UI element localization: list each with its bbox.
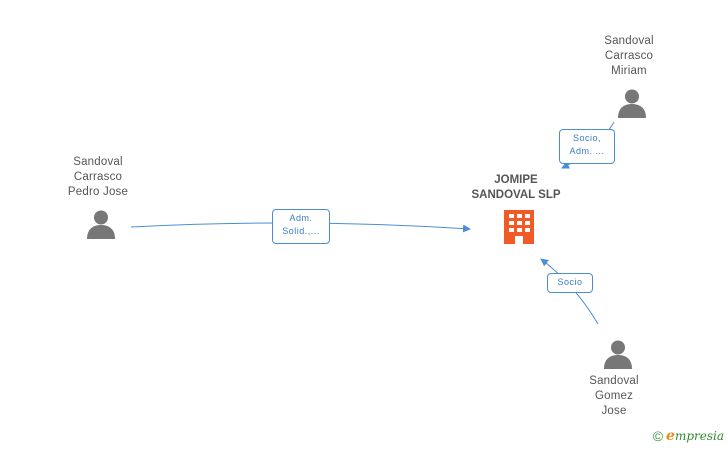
building-icon[interactable] [502,208,536,244]
copyright-icon: © [652,428,664,444]
person-icon[interactable] [85,208,117,240]
person-label-pedro[interactable]: Sandoval Carrasco Pedro Jose [67,156,129,198]
footer-brand: © empresia [653,428,724,444]
edge-label-gomez[interactable]: Socio [547,273,593,293]
person-icon[interactable] [602,338,634,370]
edge-label-miriam[interactable]: Socio, Adm. ... [559,129,615,164]
edge-label-pedro[interactable]: Adm. Solid.,... [272,209,330,244]
brand-first-letter: e [666,428,675,444]
brand-name: mpresia [674,429,724,443]
brand-logo: empresia [666,428,724,444]
person-icon[interactable] [616,87,648,119]
company-label[interactable]: JOMIPE SANDOVAL SLP [471,174,561,201]
person-label-gomez[interactable]: Sandoval Gomez Jose [589,375,639,417]
person-label-miriam[interactable]: Sandoval Carrasco Miriam [604,35,654,77]
